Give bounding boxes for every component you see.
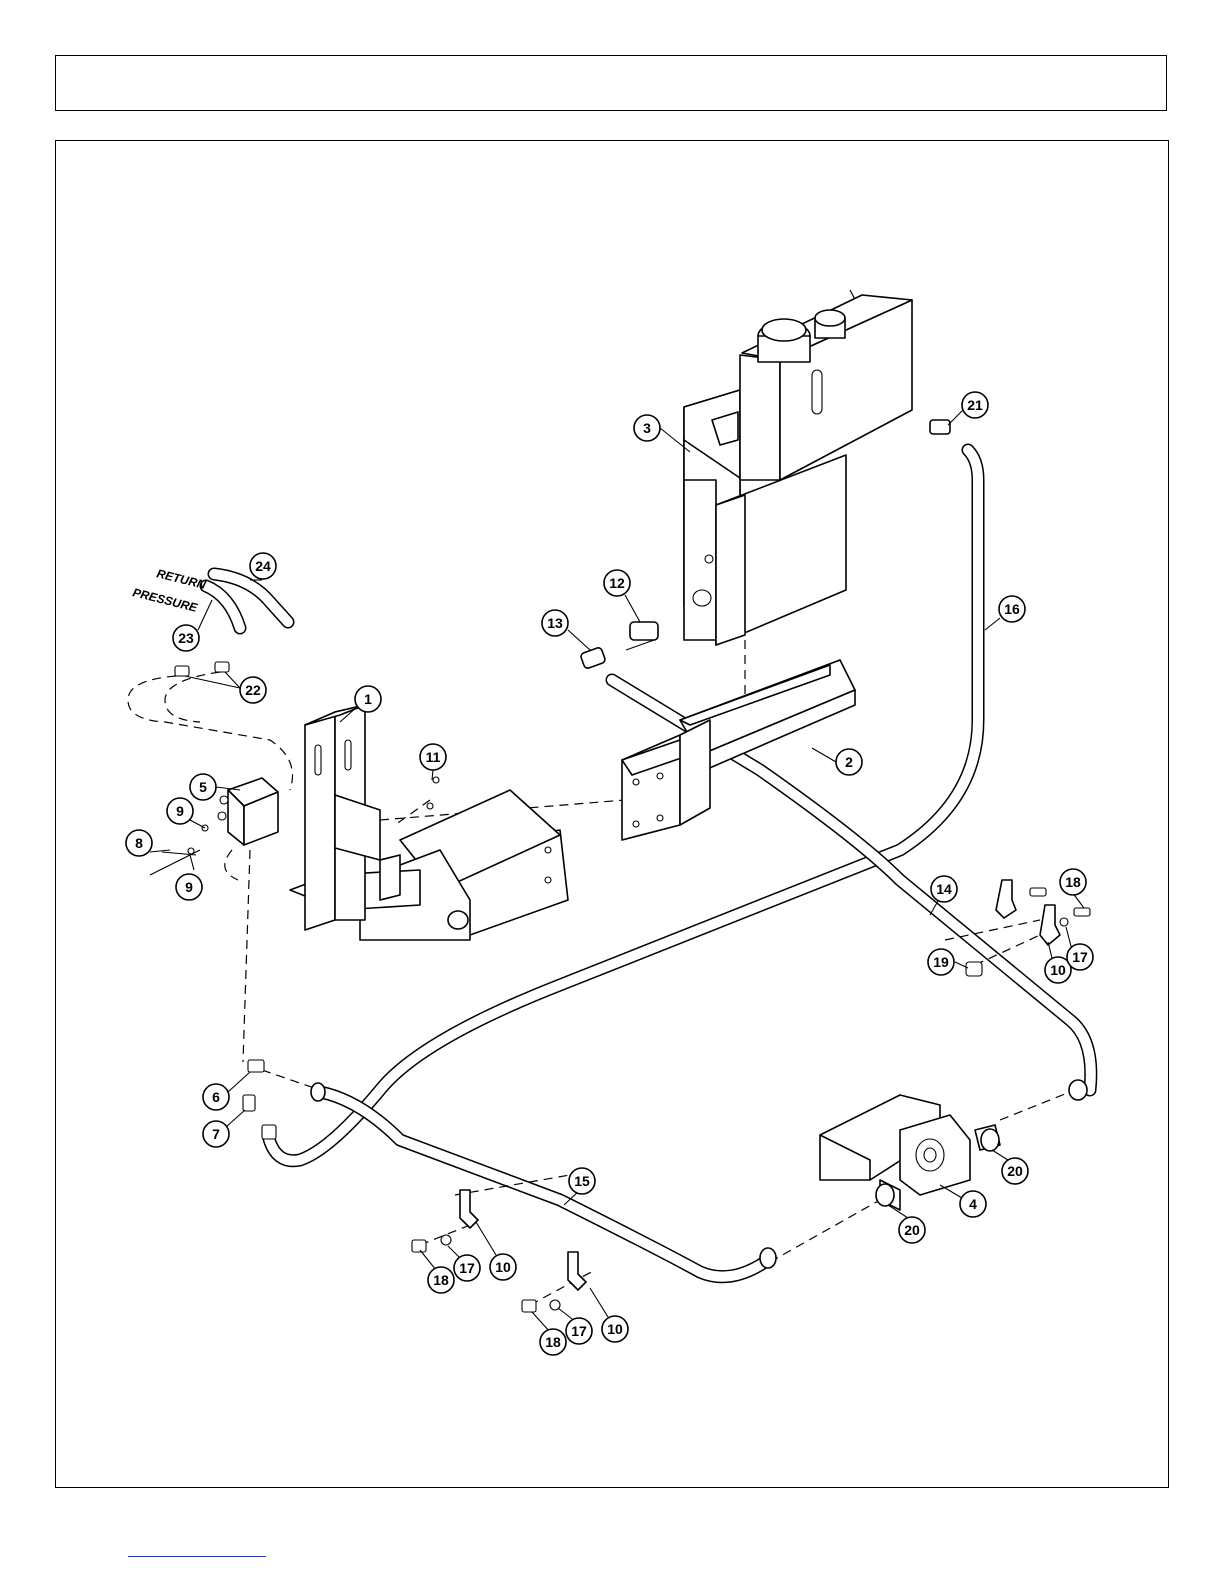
svg-text:21: 21: [967, 397, 983, 413]
callout-2: 2: [836, 749, 862, 775]
svg-text:1: 1: [364, 691, 372, 707]
svg-text:9: 9: [185, 879, 193, 895]
svg-text:10: 10: [1050, 962, 1066, 978]
callout-13: 13: [542, 610, 568, 636]
callout-10-mid: 10: [602, 1316, 628, 1342]
pressure-label: PRESSURE: [131, 585, 199, 615]
svg-text:24: 24: [255, 558, 271, 574]
callout-18-left: 18: [428, 1267, 454, 1293]
svg-text:22: 22: [245, 682, 261, 698]
callout-17-mid: 17: [566, 1318, 592, 1344]
callout-16: 16: [999, 596, 1025, 622]
callout-24: 24: [250, 553, 276, 579]
callout-18-mid: 18: [540, 1329, 566, 1355]
svg-text:23: 23: [178, 630, 194, 646]
callout-20-bottom: 20: [899, 1217, 925, 1243]
callout-8: 8: [126, 830, 152, 856]
callout-9-top: 9: [167, 798, 193, 824]
callout-14: 14: [931, 876, 957, 902]
svg-text:8: 8: [135, 835, 143, 851]
svg-text:17: 17: [459, 1260, 475, 1276]
callout-9-bottom: 9: [176, 874, 202, 900]
callout-22: 22: [240, 677, 266, 703]
svg-text:15: 15: [574, 1173, 590, 1189]
svg-text:14: 14: [936, 881, 952, 897]
hose-23-24: [206, 574, 288, 628]
callout-17-right: 17: [1067, 944, 1093, 970]
callout-7: 7: [203, 1121, 229, 1147]
svg-text:17: 17: [1072, 949, 1088, 965]
svg-text:13: 13: [547, 615, 563, 631]
svg-text:10: 10: [495, 1259, 511, 1275]
svg-text:18: 18: [433, 1272, 449, 1288]
callout-17-left: 17: [454, 1255, 480, 1281]
svg-text:18: 18: [545, 1334, 561, 1350]
svg-text:3: 3: [643, 420, 651, 436]
footer-link[interactable]: [128, 1556, 266, 1557]
svg-text:18: 18: [1065, 874, 1081, 890]
callout-19: 19: [928, 949, 954, 975]
svg-text:4: 4: [969, 1196, 977, 1212]
callout-6: 6: [203, 1084, 229, 1110]
callout-1: 1: [355, 686, 381, 712]
svg-text:20: 20: [1007, 1163, 1023, 1179]
callout-15: 15: [569, 1168, 595, 1194]
leader-lines: [150, 408, 1084, 1332]
svg-text:9: 9: [176, 803, 184, 819]
callout-11: 11: [420, 744, 446, 770]
callout-3: 3: [634, 415, 660, 441]
callout-18-right: 18: [1060, 869, 1086, 895]
callout-23: 23: [173, 625, 199, 651]
hose-15: [320, 1092, 765, 1277]
callout-20-right: 20: [1002, 1158, 1028, 1184]
svg-text:20: 20: [904, 1222, 920, 1238]
return-label: RETURN: [155, 566, 207, 592]
svg-text:11: 11: [426, 749, 441, 765]
svg-text:2: 2: [845, 754, 853, 770]
svg-text:5: 5: [199, 779, 207, 795]
svg-text:10: 10: [607, 1321, 623, 1337]
svg-text:12: 12: [609, 575, 625, 591]
callout-21: 21: [962, 392, 988, 418]
callout-10-left: 10: [490, 1254, 516, 1280]
svg-text:19: 19: [933, 954, 949, 970]
callout-4: 4: [960, 1191, 986, 1217]
svg-text:17: 17: [571, 1323, 587, 1339]
callout-5: 5: [190, 774, 216, 800]
hydraulic-tank: [684, 295, 912, 645]
svg-text:6: 6: [212, 1089, 220, 1105]
callout-12: 12: [604, 570, 630, 596]
svg-text:16: 16: [1004, 601, 1020, 617]
mount-frame: [290, 705, 568, 940]
svg-text:7: 7: [212, 1126, 220, 1142]
